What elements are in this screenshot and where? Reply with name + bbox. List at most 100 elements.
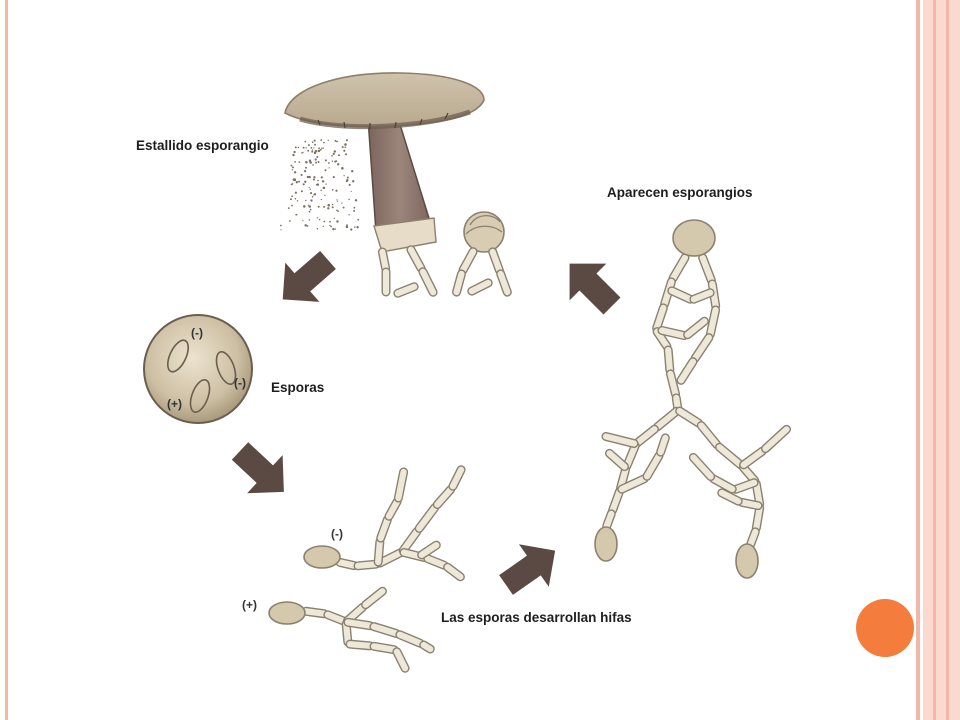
sporangium-hypha-segment-fill: [684, 318, 708, 338]
spore-particle: [315, 183, 318, 186]
spore-particle: [334, 139, 337, 142]
spore-particle: [302, 151, 304, 153]
sporangium-hypha-segment-fill: [634, 426, 658, 446]
sphere-body: [143, 314, 253, 424]
spore-particle: [336, 140, 338, 143]
spore-particle: [290, 198, 292, 201]
base-hypha-segment-fill: [407, 246, 425, 272]
spore-particle: [334, 228, 337, 230]
sporangium-hypha-segment-fill: [603, 510, 615, 530]
spore-particle: [328, 167, 330, 169]
mushroom-illustration: [279, 72, 512, 298]
spore-particle: [300, 190, 303, 193]
sporangium-hypha-segment-fill: [658, 327, 688, 339]
hypha-spore-plus: [268, 601, 306, 625]
sporangium-hypha-segment-fill: [677, 358, 697, 384]
sporangium-hypha-segment-fill: [740, 464, 758, 484]
sphere-sign-minus-2: (-): [234, 376, 246, 390]
hypha-plus-segment-fill: [346, 641, 374, 649]
sporangium-hypha-segment-fill: [698, 422, 720, 448]
mushroom-gills: [299, 109, 471, 130]
hypha-plus-segment-fill: [420, 641, 434, 653]
spore-particle: [335, 189, 338, 192]
hypha-minus-segment-fill: [375, 538, 383, 566]
spore-particle: [307, 149, 310, 152]
base-hypha-segment-fill: [453, 270, 465, 296]
sporangium-hypha-segment-fill: [673, 394, 681, 412]
spore-particle: [345, 139, 348, 142]
spore-particle: [291, 204, 293, 207]
spore-particle: [345, 180, 348, 183]
spore-particle: [316, 217, 318, 219]
spore-particle: [342, 206, 345, 209]
spore-particle: [304, 224, 307, 227]
sporangium-hypha-segment-fill: [692, 334, 712, 362]
sporangia-structure: [601, 253, 792, 549]
sphere-sign-plus: (+): [167, 397, 182, 411]
spore-particle: [289, 220, 291, 222]
hypha-sign-minus: (-): [331, 527, 343, 541]
spore-particle: [324, 169, 327, 172]
mushroom-stalk: [367, 117, 433, 233]
base-hypha-segment-fill: [459, 248, 477, 274]
spore-particle: [287, 207, 290, 209]
spore-particle: [313, 193, 317, 196]
spore-particle: [311, 149, 314, 151]
spore-particle: [353, 209, 356, 212]
right-border-line: [916, 0, 920, 720]
spore-particle: [305, 199, 307, 202]
spore-particle: [312, 178, 315, 181]
spore-particle: [357, 218, 360, 221]
spore-particle: [313, 151, 317, 154]
spore-particle: [305, 147, 307, 149]
sporangium-left: [594, 526, 618, 562]
arrow-to-mushroom: [569, 263, 621, 315]
spore-particle: [336, 209, 338, 211]
spore-particle: [333, 217, 336, 219]
sporangium-top: [672, 219, 716, 257]
sporangium-hypha-segment-fill: [657, 434, 669, 456]
spore-particle: [329, 224, 331, 227]
spore-particle: [302, 146, 305, 149]
spore-particle: [293, 171, 297, 174]
sporangium-hypha-segment-fill: [665, 346, 673, 374]
sphere-sign-minus-1: (-): [191, 326, 203, 340]
spore-particle: [309, 159, 312, 162]
spore-particle: [322, 147, 324, 149]
spore-particle: [303, 169, 307, 173]
hypha-minus-segment-fill: [336, 559, 358, 569]
spore-particle: [312, 164, 314, 166]
spore-particle: [324, 194, 326, 196]
hypha-minus-segment-fill: [416, 504, 438, 532]
sporangium-hypha-segment-fill: [654, 328, 670, 350]
hypha-plus-segment-fill: [393, 648, 409, 672]
spore-particle: [331, 203, 334, 206]
spore-particle: [332, 176, 335, 179]
sporangium-hypha-segment-fill: [669, 254, 689, 282]
spore-particle: [292, 178, 296, 181]
sporangium-hypha-segment-fill: [643, 452, 663, 480]
sporangium-hypha-segment-fill: [732, 479, 758, 493]
spore-particle: [298, 161, 301, 163]
spore-particle: [306, 175, 310, 179]
spore-particle: [323, 220, 326, 223]
base-hypha-segment-fill: [379, 248, 389, 272]
sporangium-hypha-segment-fill: [699, 254, 715, 284]
spore-particle: [309, 188, 311, 190]
spore-particle: [343, 175, 345, 177]
spore-particle: [313, 176, 316, 179]
cycle-arrows: [231, 250, 621, 595]
spore-particle: [341, 167, 344, 170]
spore-particle: [310, 147, 313, 149]
hypha-minus-segment-fill: [434, 486, 454, 508]
spore-particle: [346, 178, 349, 182]
spore-particle: [350, 228, 353, 231]
spore-particle: [308, 175, 311, 179]
spore-particle: [291, 195, 293, 198]
spore-particle: [318, 218, 321, 221]
spore-particle: [290, 164, 293, 167]
spore-particle: [336, 220, 339, 223]
sporangium-hypha-segment-fill: [623, 442, 639, 470]
spore-particle: [315, 161, 318, 164]
sporangium-hypha-segment-fill: [718, 489, 742, 505]
